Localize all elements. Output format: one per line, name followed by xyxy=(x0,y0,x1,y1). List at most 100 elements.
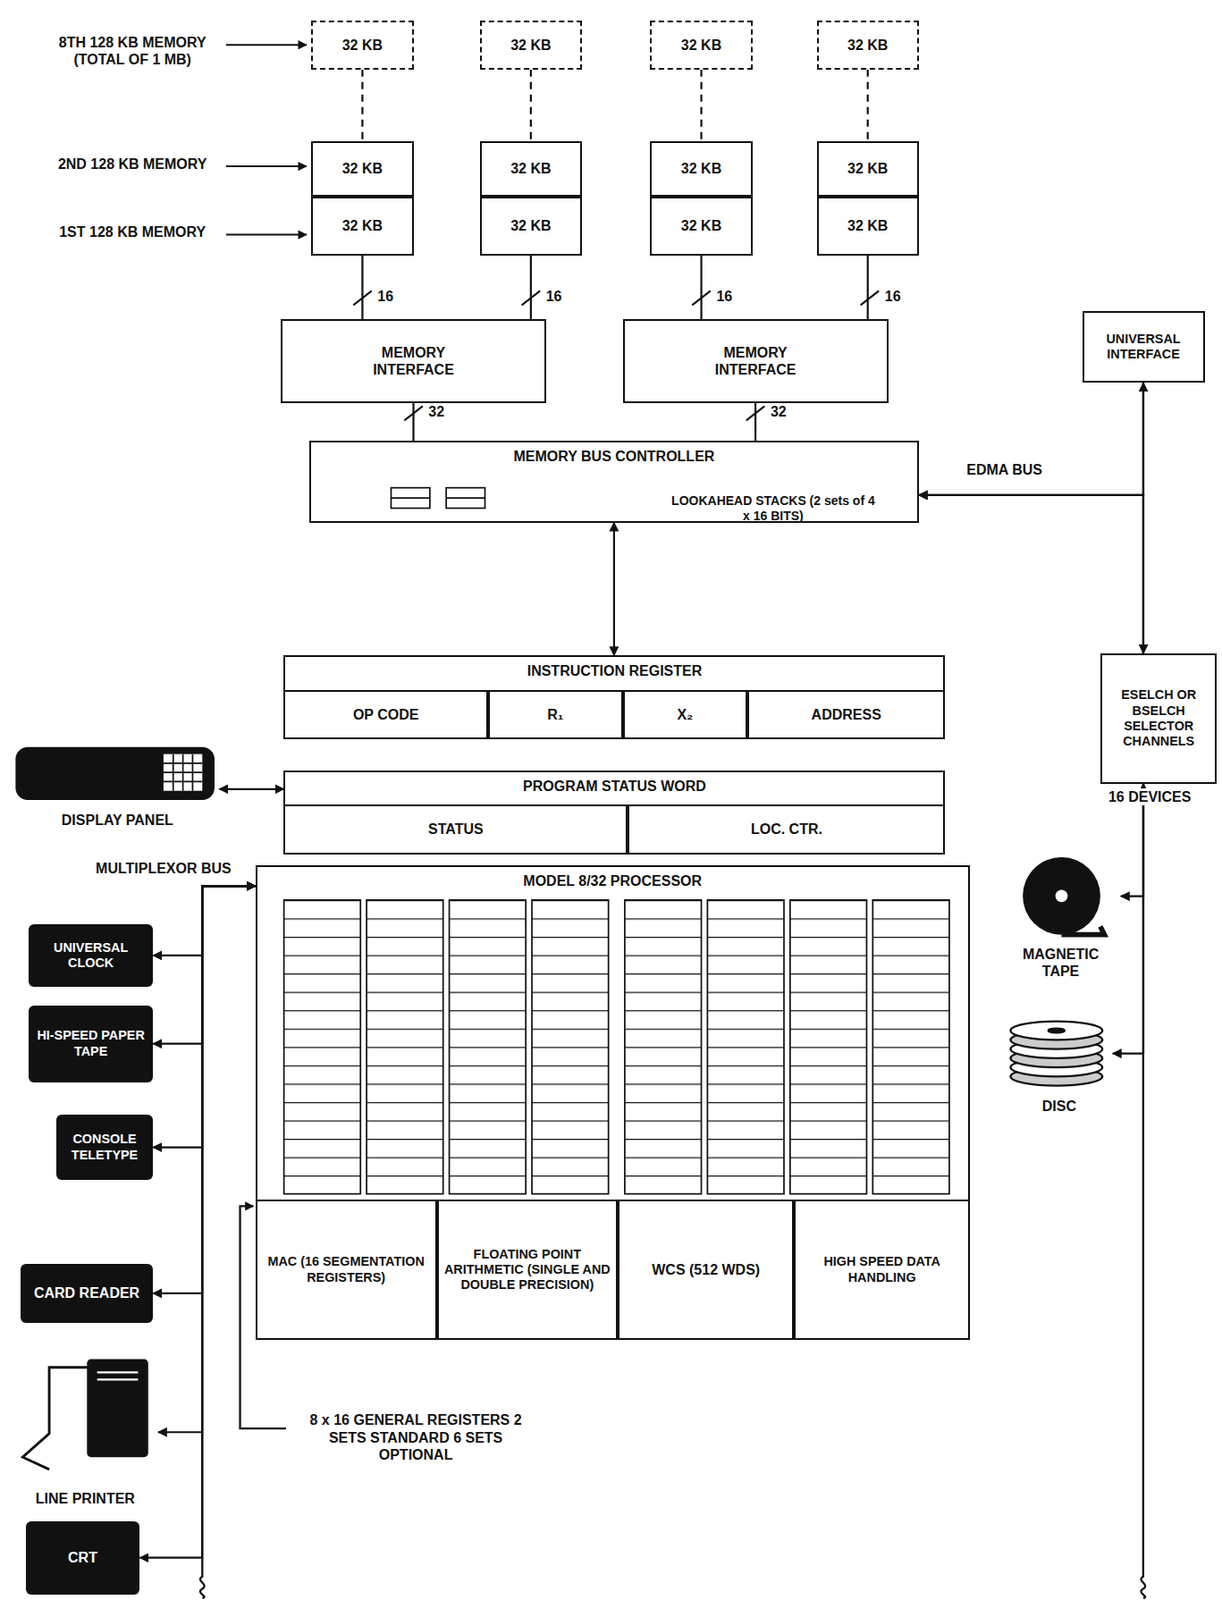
layout-stroke xyxy=(446,488,485,509)
bus-lines xyxy=(200,382,1146,1599)
box-label: WCS (512 WDS) xyxy=(648,1261,763,1279)
connector xyxy=(152,885,255,1044)
memory-caption: 2ND 128 KB MEMORY xyxy=(38,155,227,173)
memory-block: 32 KB xyxy=(311,20,413,70)
box-label: HIGH SPEED DATA HANDLING xyxy=(795,1254,968,1286)
box-label: 32 KB xyxy=(678,217,725,235)
box-label: 32 KB xyxy=(507,36,554,54)
box-label: 32 KB xyxy=(844,217,891,235)
box-label: MAC (16 SEGMENTATION REGISTERS) xyxy=(257,1254,436,1286)
box-label: 32 KB xyxy=(678,160,725,177)
process-box: STATUS xyxy=(283,804,628,855)
device-block: HI-SPEED PAPER TAPE xyxy=(28,1005,153,1083)
box-label: LOC. CTR. xyxy=(748,820,826,838)
box-label: MEMORY INTERFACE xyxy=(353,344,474,379)
bus-width: 32 xyxy=(768,403,789,421)
device-block: CRT xyxy=(25,1521,141,1595)
unit-box: MEMORY BUS CONTROLLERLOOKAHEAD STACKS (2… xyxy=(309,440,919,523)
box-label: UNIVERSAL CLOCK xyxy=(28,940,153,972)
connector xyxy=(139,885,255,1558)
layout-stroke xyxy=(860,290,880,305)
process-box: X₂ xyxy=(623,690,748,740)
layout-stroke xyxy=(163,754,203,792)
layout-stroke xyxy=(1055,889,1069,902)
box-label: 32 KB xyxy=(507,160,554,177)
connector xyxy=(361,255,363,321)
layout-stroke xyxy=(531,900,609,1195)
box-label: 32 KB xyxy=(844,160,891,177)
box-label: INSTRUCTION REGISTER xyxy=(524,662,706,680)
process-box: LOC. CTR. xyxy=(627,804,945,855)
connector xyxy=(152,885,255,1147)
layout-stroke xyxy=(446,497,485,499)
device-block: CONSOLE TELETYPE xyxy=(56,1114,153,1180)
layout-stroke xyxy=(707,900,784,1195)
layout-stroke xyxy=(284,900,362,1195)
layout-stroke xyxy=(872,900,950,1195)
bus-width: 16 xyxy=(883,287,903,305)
box-label: DISPLAY PANEL xyxy=(58,811,177,829)
box-label: CONSOLE TELETYPE xyxy=(56,1131,153,1164)
device-block: CARD READER xyxy=(20,1264,153,1324)
box-label: ESELCH OR BSELCH SELECTOR CHANNELS xyxy=(1102,687,1215,750)
connector xyxy=(361,69,363,142)
bus-width: 16 xyxy=(714,287,734,305)
device-icon: MAGNETIC TAPE xyxy=(1000,855,1121,983)
process-box: FLOATING POINT ARITHMETIC (SINGLE AND DO… xyxy=(437,1199,618,1341)
connector xyxy=(613,522,616,656)
process-box: R₁ xyxy=(488,690,624,740)
unit-box: MODEL 8/32 PROCESSORMAC (16 SEGMENTATION… xyxy=(255,865,970,1340)
connector xyxy=(152,885,255,956)
disc-icon xyxy=(1010,1021,1103,1087)
bus-label: 16 DEVICES xyxy=(1106,788,1193,806)
process-box: 32 KB xyxy=(311,196,413,255)
layout-stroke xyxy=(366,900,444,1195)
layout-stroke xyxy=(1061,927,1105,936)
box-label: 32 KB xyxy=(339,36,386,54)
layout-stroke xyxy=(1022,857,1101,936)
process-box: MEMORY INTERFACE xyxy=(280,319,547,404)
memory-block: 32 KB xyxy=(649,20,752,70)
process-box: MEMORY INTERFACE xyxy=(623,319,889,404)
process-box: 32 KB xyxy=(649,196,752,255)
connector xyxy=(158,885,256,1433)
layout-stroke xyxy=(1010,1021,1103,1041)
process-box: WCS (512 WDS) xyxy=(617,1199,795,1341)
box-label: OP CODE xyxy=(350,706,422,724)
box-label: MAGNETIC TAPE xyxy=(1006,945,1114,980)
bus-label: MULTIPLEXOR BUS xyxy=(93,859,234,877)
box-label: CRT xyxy=(65,1549,101,1567)
box-label: R₁ xyxy=(544,706,566,724)
connector xyxy=(867,255,869,321)
process-box: MAC (16 SEGMENTATION REGISTERS) xyxy=(255,1199,438,1341)
connector xyxy=(152,885,255,1294)
label-arrows xyxy=(224,44,306,235)
memory-arrow xyxy=(224,234,306,236)
device-icon: DISPLAY PANEL xyxy=(15,742,220,831)
box-label: STATUS xyxy=(425,820,487,838)
bus-label: 8 x 16 GENERAL REGISTERS 2 SETS STANDARD… xyxy=(294,1411,538,1464)
process-box: PROGRAM STATUS WORD STATUS LOC. CTR. xyxy=(283,770,945,855)
box-label: 32 KB xyxy=(844,36,891,54)
display-panel-icon xyxy=(15,747,215,801)
connector xyxy=(530,255,532,321)
bus-width: 16 xyxy=(544,287,565,305)
box-label: FLOATING POINT ARITHMETIC (SINGLE AND DO… xyxy=(438,1247,616,1294)
layout-stroke xyxy=(449,900,527,1195)
box-label: PROGRAM STATUS WORD xyxy=(520,777,709,795)
connector xyxy=(530,69,532,142)
connector xyxy=(219,788,285,791)
box-label: UNIVERSAL INTERFACE xyxy=(1084,331,1204,363)
box-label: DISC xyxy=(1039,1097,1079,1115)
connector xyxy=(867,69,869,142)
magnetic-tape-icon xyxy=(1022,857,1105,936)
process-box: 32 KB xyxy=(480,141,582,198)
device-icon: DISC xyxy=(1005,1019,1113,1118)
connector xyxy=(699,69,702,142)
process-box: HIGH SPEED DATA HANDLING xyxy=(793,1199,970,1341)
box-label: 32 KB xyxy=(507,217,554,235)
box-label: 32 KB xyxy=(339,217,386,235)
layout-stroke xyxy=(390,488,430,509)
memory-block: 32 KB xyxy=(480,20,582,70)
box-label: 32 KB xyxy=(339,160,386,177)
